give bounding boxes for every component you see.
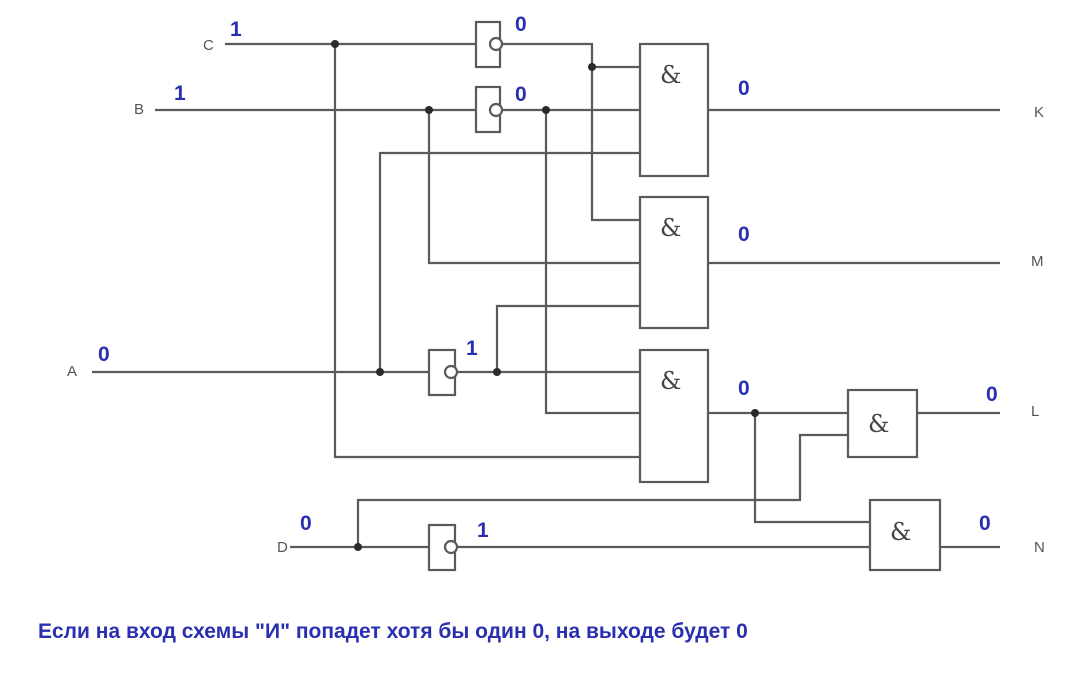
and-symbol: & — [890, 518, 911, 546]
junction-dots — [331, 40, 759, 551]
and-gate-l: & — [846, 388, 919, 459]
io-labels: C B A D K M L N — [67, 37, 1045, 556]
not-gate-a — [427, 348, 459, 397]
and-symbol: & — [868, 410, 889, 438]
value-not-a: 1 — [466, 337, 478, 360]
value-not-b: 0 — [515, 83, 527, 106]
value-a: 0 — [98, 343, 110, 366]
input-label-a: A — [67, 363, 77, 380]
output-label-k: K — [1034, 104, 1044, 121]
signal-values: 1 1 0 0 0 0 1 1 0 0 0 0 0 — [98, 13, 998, 542]
and-symbol: & — [660, 367, 681, 395]
output-label-n: N — [1034, 539, 1045, 556]
value-k-gate: 0 — [738, 77, 750, 100]
and-gate-m: & — [638, 195, 710, 330]
input-label-b: B — [134, 101, 144, 118]
value-b: 1 — [174, 82, 186, 105]
and-gate-n: & — [868, 498, 942, 572]
value-not-d: 1 — [477, 519, 489, 542]
value-d: 0 — [300, 512, 312, 535]
wires — [92, 42, 1000, 549]
value-n: 0 — [979, 512, 991, 535]
not-gate-b — [474, 85, 504, 134]
value-not-c: 0 — [515, 13, 527, 36]
and-symbol: & — [660, 214, 681, 242]
and-gate-k: & — [638, 42, 710, 178]
value-m-gate: 0 — [738, 223, 750, 246]
value-c: 1 — [230, 18, 242, 41]
output-label-l: L — [1031, 403, 1039, 420]
output-label-m: M — [1031, 253, 1044, 270]
and-gate-3: & — [638, 348, 710, 484]
not-gate-d — [427, 523, 459, 572]
input-label-d: D — [277, 539, 288, 556]
and-symbol: & — [660, 61, 681, 89]
explanation-note: Если на вход схемы "И" попадет хотя бы о… — [38, 620, 748, 643]
value-and3: 0 — [738, 377, 750, 400]
value-l: 0 — [986, 383, 998, 406]
input-label-c: C — [203, 37, 214, 54]
not-gate-c — [474, 20, 504, 69]
